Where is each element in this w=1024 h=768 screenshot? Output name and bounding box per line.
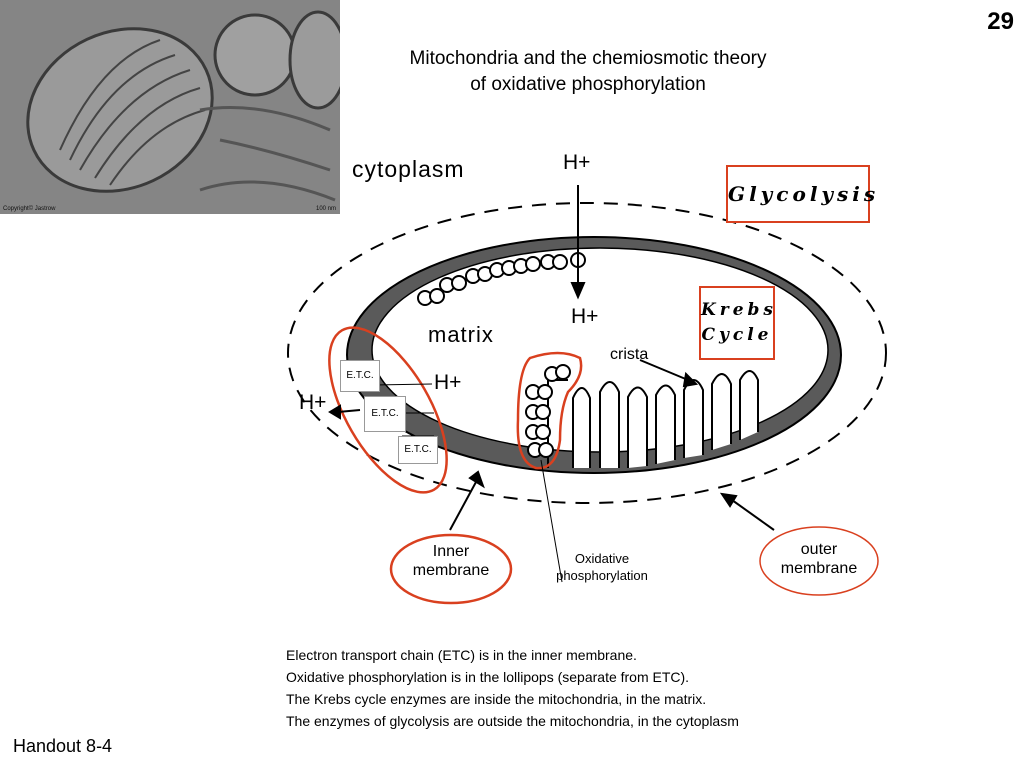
note-line: Electron transport chain (ETC) is in the… <box>286 647 637 663</box>
inner-membrane-label: Inner membrane <box>392 536 510 600</box>
oxphos-line-2: phosphorylation <box>556 568 648 583</box>
note-line: The Krebs cycle enzymes are inside the m… <box>286 691 707 707</box>
etc-box: E.T.C. <box>364 396 406 432</box>
krebs-cycle-box: Krebs Cycle <box>699 286 775 360</box>
hplus-label-inner: H+ <box>571 305 599 328</box>
handout-footer: Handout 8-4 <box>13 736 113 756</box>
hplus-label-etc: H+ <box>434 371 462 394</box>
micrograph-scale-bar: 100 nm <box>315 206 336 212</box>
inner-membrane-label-highlight <box>389 533 513 605</box>
glycolysis-box: Glycolysis <box>726 165 875 223</box>
crista-label: crista <box>610 346 649 363</box>
cytoplasm-label: cytoplasm <box>352 156 465 182</box>
etc-box: E.T.C. <box>398 436 438 464</box>
notes: Electron transport chain (ETC) is in the… <box>286 644 739 732</box>
inner-membrane-line-2: membrane <box>412 562 490 579</box>
mitochondrion-micrograph: Copyright© Jastrow 100 nm <box>0 0 340 214</box>
outer-membrane-label: outer membrane <box>760 528 878 592</box>
cristae <box>572 370 759 468</box>
note-line: The enzymes of glycolysis are outside th… <box>286 713 739 729</box>
outer-membrane-line-1: outer <box>800 541 838 558</box>
hplus-label-left: H+ <box>299 391 327 414</box>
krebs-line-2: Cycle <box>701 325 773 345</box>
oxphos-line-1: Oxidative <box>574 551 630 566</box>
matrix-label: matrix <box>428 322 494 347</box>
outer-membrane-label-highlight <box>759 526 879 596</box>
title-line-1: Mitochondria and the chemiosmotic theory <box>409 48 767 69</box>
atp-synthase-lollipops-top <box>417 252 586 306</box>
etc-box: E.T.C. <box>340 360 380 392</box>
inner-membrane-line-1: Inner <box>432 543 470 560</box>
page-title: Mitochondria and the chemiosmotic theory… <box>372 46 804 98</box>
hplus-label-top: H+ <box>563 151 591 174</box>
title-line-2: of oxidative phosphorylation <box>470 74 706 95</box>
outer-membrane-shape <box>287 202 887 504</box>
atp-synthase-lollipops-crista <box>525 364 571 468</box>
oxidative-phosphorylation-label: Oxidative phosphorylation <box>540 550 664 584</box>
page-number: 29 <box>987 8 1014 35</box>
etc-highlight <box>328 326 448 494</box>
micrograph-credit: Copyright© Jastrow <box>3 206 56 212</box>
note-line: Oxidative phosphorylation is in the loll… <box>286 669 690 685</box>
krebs-line-1: Krebs <box>701 300 778 320</box>
lollipop-highlight <box>516 351 583 470</box>
outer-membrane-line-2: membrane <box>780 560 858 577</box>
